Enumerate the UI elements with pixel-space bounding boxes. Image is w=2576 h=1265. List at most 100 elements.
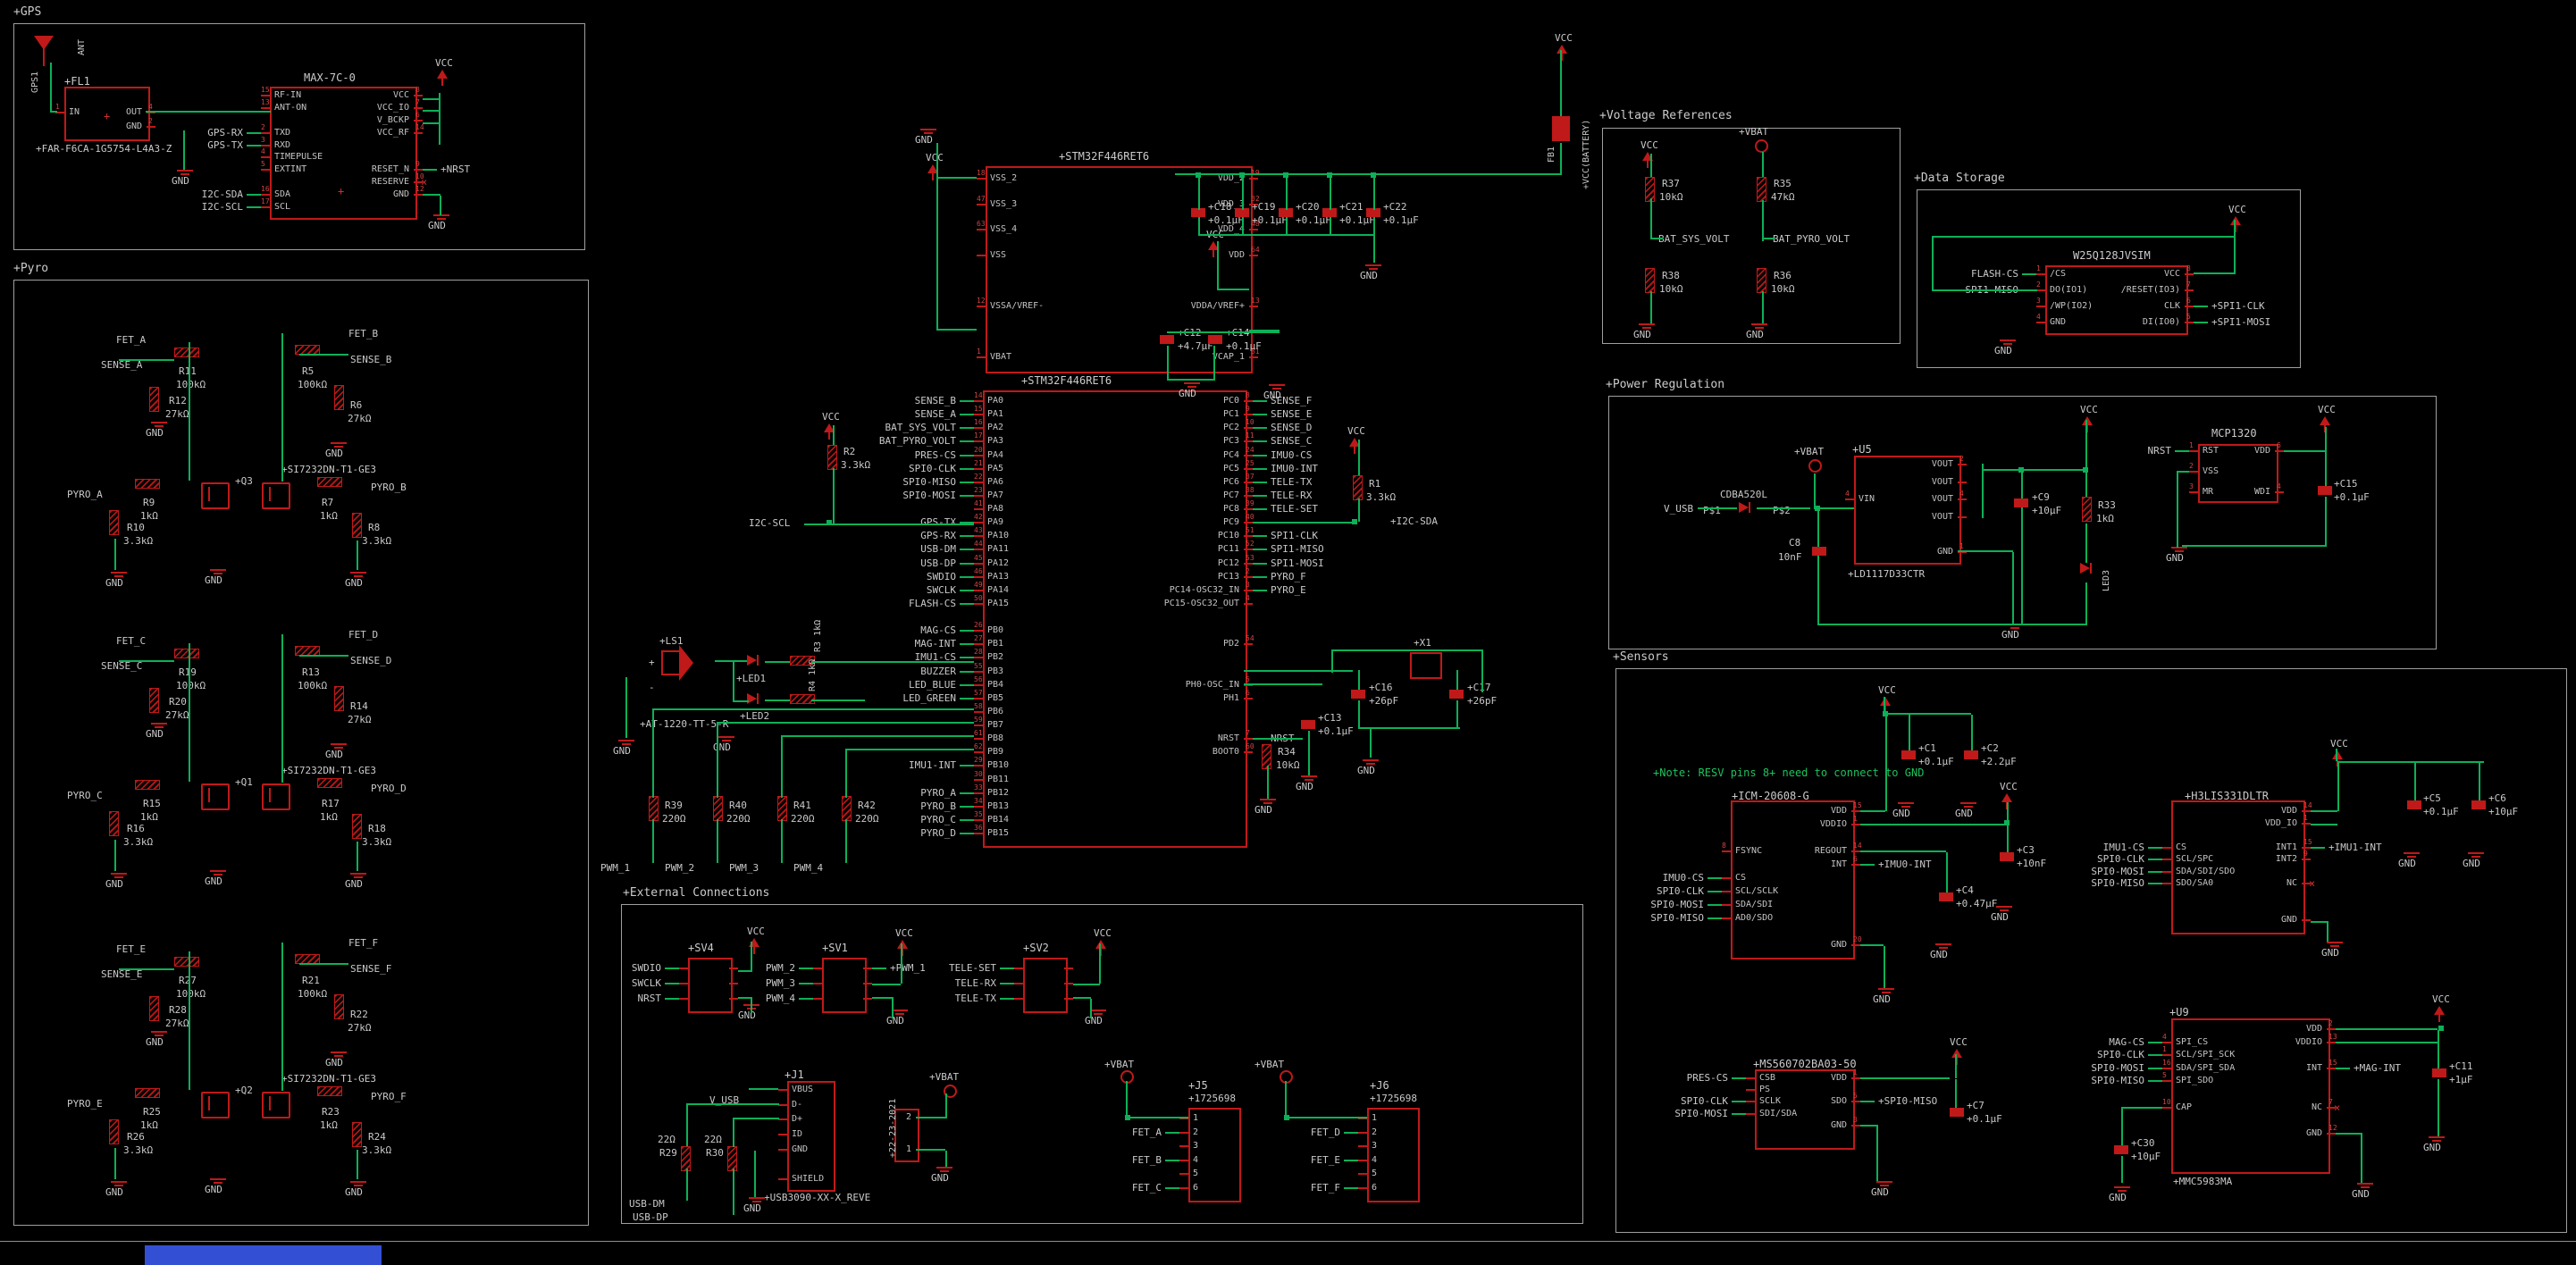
- net-label[interactable]: R36: [1774, 270, 1791, 281]
- wire-segment[interactable]: [1884, 697, 1885, 713]
- net-label[interactable]: +C30: [2131, 1137, 2155, 1149]
- ic-sv4[interactable]: [688, 958, 733, 1013]
- net-label[interactable]: BAT_SYS_VOLT: [1658, 233, 1730, 245]
- vcc-symbol[interactable]: [1880, 697, 1891, 713]
- wire-segment[interactable]: [936, 143, 938, 331]
- net-label[interactable]: PWM_1: [600, 862, 631, 874]
- vcc-symbol[interactable]: [437, 70, 448, 86]
- vcc-symbol[interactable]: [897, 940, 908, 956]
- wire-segment[interactable]: [1090, 999, 1092, 1018]
- net-label[interactable]: FET_E: [116, 943, 147, 955]
- wire-segment[interactable]: [945, 1151, 947, 1167]
- net-label[interactable]: IMU1-CS: [2102, 841, 2144, 853]
- net-label[interactable]: PYRO_D: [920, 827, 956, 839]
- wire-segment[interactable]: [1331, 649, 1483, 651]
- net-label[interactable]: SPI0-MOSI: [1650, 899, 1704, 910]
- wire-segment[interactable]: [299, 963, 348, 965]
- net-label[interactable]: C8: [1789, 537, 1801, 549]
- net-wire[interactable]: [960, 562, 974, 565]
- wire-segment[interactable]: [423, 110, 439, 112]
- ic-sv2[interactable]: [1023, 958, 1068, 1013]
- net-wire[interactable]: [2148, 859, 2162, 861]
- net-label[interactable]: SENSE_A: [914, 408, 956, 421]
- wire-segment[interactable]: [1198, 217, 1200, 234]
- wire-segment[interactable]: [1762, 291, 1764, 323]
- resistor[interactable]: [649, 796, 659, 821]
- net-wire[interactable]: [960, 535, 974, 538]
- wire-segment[interactable]: [183, 130, 185, 170]
- net-label[interactable]: +10µF: [2131, 1151, 2161, 1162]
- net-wire[interactable]: [2148, 870, 2162, 873]
- wire-segment[interactable]: [1267, 766, 1269, 799]
- mosfet-symbol[interactable]: [201, 783, 230, 810]
- wire-segment[interactable]: [715, 660, 747, 662]
- net-wire[interactable]: [2148, 1067, 2162, 1069]
- vcc-symbol[interactable]: [2320, 416, 2330, 432]
- resistor[interactable]: [681, 1146, 691, 1171]
- gnd-symbol[interactable]: [331, 1051, 347, 1057]
- net-label[interactable]: SPI0-CLK: [2097, 1049, 2144, 1061]
- net-label[interactable]: IMU1-CS: [914, 651, 956, 664]
- gnd-symbol[interactable]: [210, 870, 226, 875]
- wire-segment[interactable]: [1817, 556, 1819, 625]
- resistor[interactable]: [1645, 177, 1655, 202]
- net-label[interactable]: +C22: [1383, 201, 1407, 213]
- net-label[interactable]: R30: [706, 1147, 724, 1159]
- capacitor[interactable]: [2471, 800, 2486, 809]
- gnd-symbol[interactable]: [1365, 264, 1381, 270]
- wire-segment[interactable]: [2234, 220, 2236, 273]
- wire-segment[interactable]: [1650, 238, 1663, 239]
- wire-segment[interactable]: [2438, 1030, 2439, 1068]
- wire-segment[interactable]: [717, 819, 718, 863]
- net-wire[interactable]: [1732, 1101, 1746, 1103]
- net-wire[interactable]: [1253, 467, 1267, 470]
- net-label[interactable]: V_USB: [709, 1094, 740, 1106]
- wire-segment[interactable]: [1955, 1079, 1957, 1108]
- gnd-symbol[interactable]: [2000, 339, 2016, 345]
- net-label[interactable]: LED_GREEN: [902, 691, 956, 704]
- wire-segment[interactable]: [2336, 1133, 2362, 1135]
- resistor[interactable]: [777, 796, 787, 821]
- gnd-symbol[interactable]: [1184, 382, 1200, 388]
- net-wire[interactable]: [1708, 877, 1722, 879]
- net-wire[interactable]: [960, 481, 974, 483]
- wire-segment[interactable]: [1373, 175, 1375, 210]
- gnd-symbol[interactable]: [1876, 1181, 1892, 1186]
- ic-gpsmod[interactable]: [270, 87, 417, 220]
- net-wire[interactable]: [2148, 846, 2162, 849]
- ic-icm[interactable]: [1731, 800, 1855, 959]
- net-label[interactable]: GPS-TX: [207, 138, 243, 151]
- net-wire[interactable]: [872, 968, 886, 969]
- net-label[interactable]: R34: [1278, 746, 1296, 758]
- capacitor[interactable]: [2318, 486, 2332, 495]
- gnd-symbol[interactable]: [151, 723, 167, 728]
- net-label[interactable]: PYRO_E: [1271, 583, 1306, 596]
- net-label[interactable]: 10kΩ: [1771, 283, 1795, 295]
- net-wire[interactable]: [960, 575, 974, 578]
- capacitor[interactable]: [1449, 690, 1464, 699]
- resistor[interactable]: [334, 994, 344, 1019]
- supply-port[interactable]: [944, 1085, 957, 1098]
- gnd-symbol[interactable]: [331, 442, 347, 448]
- diode-symbol[interactable]: [747, 693, 759, 704]
- wire-segment[interactable]: [2085, 420, 2087, 471]
- net-wire[interactable]: [960, 522, 974, 524]
- net-label[interactable]: PYRO_C: [920, 813, 956, 825]
- net-wire[interactable]: [665, 998, 679, 1000]
- gnd-symbol[interactable]: [892, 1009, 908, 1015]
- wire-segment[interactable]: [50, 111, 57, 113]
- net-label[interactable]: PWM_2: [665, 862, 695, 874]
- ic-fl1[interactable]: [64, 87, 150, 141]
- net-label[interactable]: PYRO_D: [371, 783, 407, 794]
- resistor[interactable]: [109, 1119, 119, 1144]
- resistor[interactable]: [317, 778, 342, 788]
- net-label[interactable]: +10µF: [2032, 505, 2062, 516]
- net-label[interactable]: +C21: [1339, 201, 1364, 213]
- net-label[interactable]: SENSE_A: [101, 359, 143, 371]
- net-wire[interactable]: [960, 589, 974, 591]
- vcc-symbol[interactable]: [824, 423, 835, 440]
- capacitor[interactable]: [1191, 208, 1205, 217]
- net-label[interactable]: FET_D: [348, 629, 379, 641]
- wire-segment[interactable]: [2361, 1135, 2362, 1183]
- net-label[interactable]: +C6: [2488, 792, 2506, 804]
